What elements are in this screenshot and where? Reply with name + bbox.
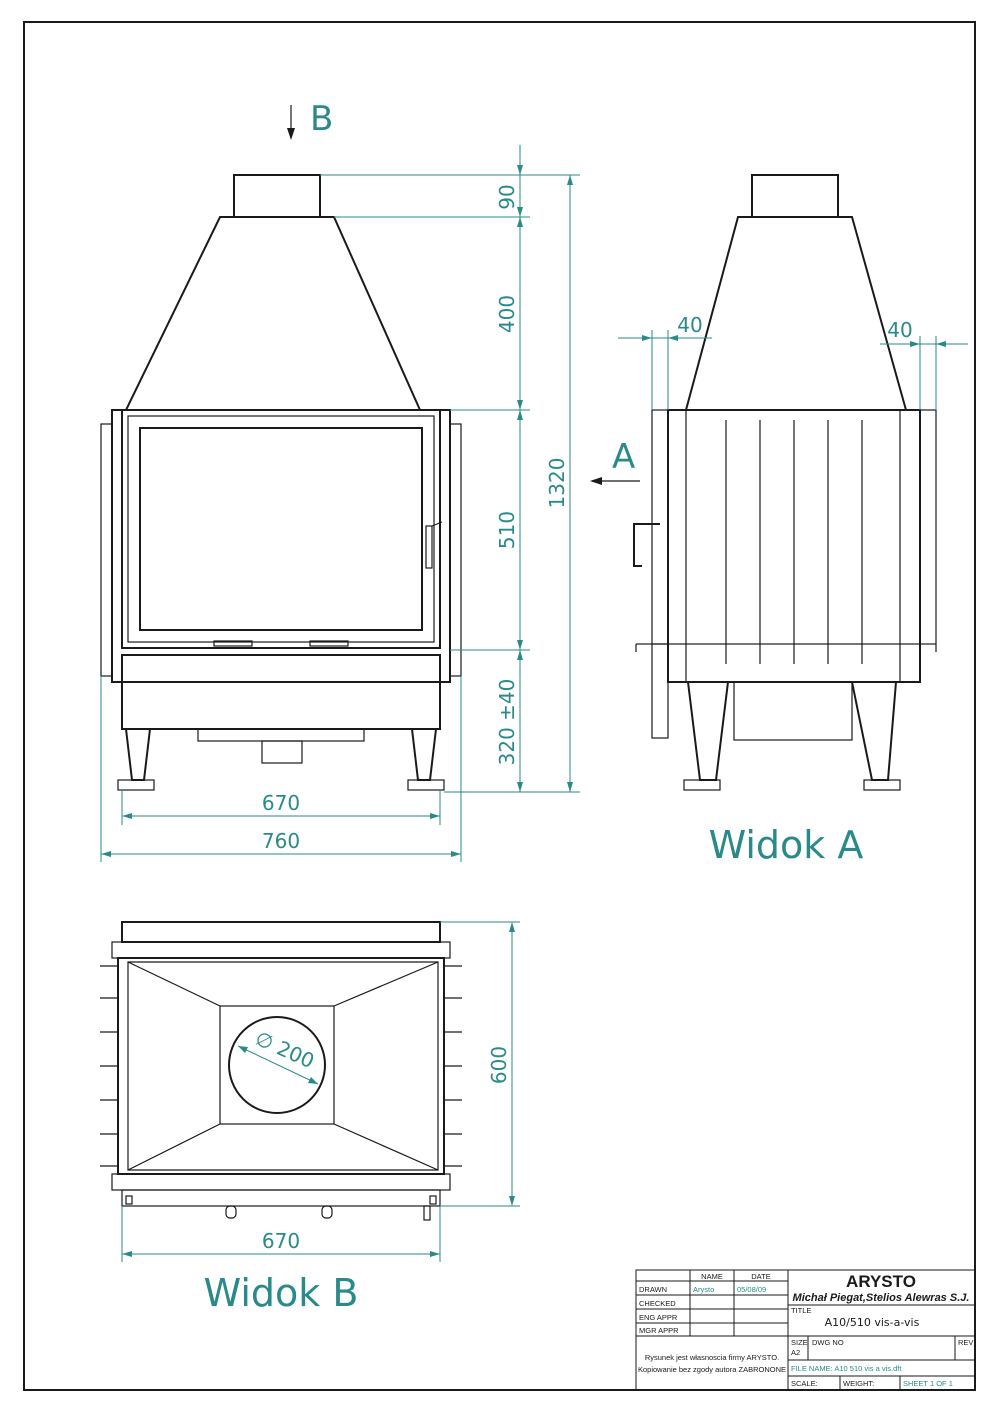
tb-persons: Michał Piegat,Stelios Alewras S.J. <box>793 1292 970 1304</box>
air-vent-left <box>213 640 253 647</box>
dim-door: 510 <box>495 511 519 549</box>
dim-total: 1320 <box>545 458 569 509</box>
leg-right <box>410 728 438 781</box>
sheet-border <box>23 21 976 1391</box>
tb-sheet: SHEET 1 OF 1 <box>903 1379 953 1388</box>
view-arrow-a: A <box>590 437 640 485</box>
dim-chimney: 90 <box>495 184 519 209</box>
tb-row-date: 05/08/09 <box>737 1285 766 1294</box>
side-handle <box>633 523 660 567</box>
air-inlet <box>261 740 303 764</box>
arrow-b-label: B <box>310 99 333 139</box>
side-dim-right: 40 <box>887 318 912 342</box>
tb-rev-label: REV <box>958 1338 973 1347</box>
dim-depth: 600 <box>487 1046 511 1084</box>
tb-title: A10/510 vis-a-vis <box>825 1316 920 1329</box>
flue-circle <box>228 1016 326 1114</box>
flue-square <box>219 1005 335 1125</box>
side-dim-left: 40 <box>677 313 702 337</box>
tb-row-name: Arysto <box>693 1285 714 1294</box>
tb-scale-label: SCALE: <box>791 1379 818 1388</box>
top-back-rail <box>121 921 441 943</box>
side-panel-right <box>449 423 462 677</box>
door-glass <box>139 427 423 631</box>
side-view <box>633 174 937 791</box>
front-dimensions: 90 400 510 320 ±40 1320 670 760 <box>100 145 580 862</box>
arrow-a-label: A <box>612 437 635 477</box>
view-arrow-b: B <box>287 99 333 140</box>
base <box>121 654 441 730</box>
foot-left <box>117 779 155 791</box>
foot-right <box>407 779 445 791</box>
side-ash-box <box>733 681 853 741</box>
caption-widok-a: Widok A <box>709 823 864 867</box>
tb-size-value: A2 <box>791 1348 800 1357</box>
front-view <box>100 174 462 791</box>
door-handle <box>425 525 433 569</box>
tb-company: ARYSTO <box>846 1272 916 1291</box>
dim-width-outer: 760 <box>262 829 300 853</box>
tb-dwg-label: DWG NO <box>812 1338 844 1347</box>
top-dimensions: ∅ 200 600 670 <box>121 921 520 1262</box>
hood <box>124 216 422 411</box>
tb-note-2: Kopiowanie bez zgody autora ZABRONONE <box>638 1365 786 1374</box>
top-view <box>100 921 462 1221</box>
tb-note-1: Rysunek jest własnoscia firmy ARYSTO. <box>645 1353 779 1362</box>
air-vent-right <box>309 640 349 647</box>
tb-weight-label: WEIGHT: <box>843 1379 874 1388</box>
tb-row-label: DRAWN <box>639 1285 667 1294</box>
door-frame-inner <box>127 415 435 643</box>
chimney-collar <box>233 174 321 218</box>
body <box>111 409 451 683</box>
side-chimney-collar <box>751 174 839 218</box>
side-panel-left <box>100 423 113 677</box>
tb-row-label: CHECKED <box>639 1299 676 1308</box>
side-leg-left <box>686 681 730 781</box>
dim-diameter: ∅ 200 <box>252 1026 318 1073</box>
tb-row-label: ENG APPR <box>639 1313 678 1322</box>
title-block: NAME DATE DRAWN Arysto 05/08/09 CHECKED … <box>635 1269 976 1391</box>
dim-width-inner: 670 <box>262 791 300 815</box>
side-leg-right <box>850 681 898 781</box>
side-hood <box>684 216 908 411</box>
dim-top-width: 670 <box>262 1229 300 1253</box>
tb-file-name: FILE NAME: A10 510 vis a vis.dft <box>791 1364 902 1373</box>
tb-title-label: TITLE <box>791 1306 811 1315</box>
leg-left <box>124 728 152 781</box>
tb-size-label: SIZE <box>791 1338 808 1347</box>
tb-col-name: NAME <box>701 1272 723 1281</box>
ash-tray <box>197 728 365 742</box>
diameter-line <box>237 1045 319 1085</box>
caption-widok-b: Widok B <box>204 1271 359 1315</box>
tb-row-label: MGR APPR <box>639 1326 679 1335</box>
door-frame <box>121 409 441 649</box>
dim-hood: 400 <box>495 295 519 333</box>
dim-base: 320 ±40 <box>495 679 519 766</box>
tb-col-date: DATE <box>751 1272 770 1281</box>
side-dimensions: 40 40 <box>618 313 968 410</box>
